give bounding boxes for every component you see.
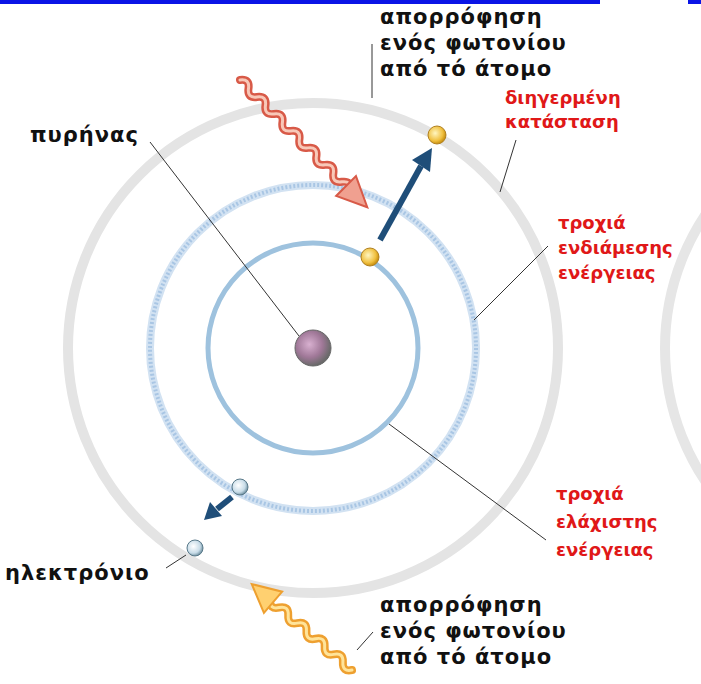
middle-orbit (150, 185, 476, 511)
photon-arrow (243, 573, 361, 680)
leader-line (372, 44, 373, 98)
middle-orbit (150, 185, 476, 511)
orbit-label: τροχιά ελάχιστης ενέργειας (556, 480, 661, 564)
leader-line (357, 632, 373, 650)
leader-line (389, 424, 546, 540)
orbit-label: διηγερμένη κατάσταση (505, 86, 624, 134)
inner-orbit (208, 243, 418, 453)
photon-label: απορρόφηση ενός φωτονίου από τό άτομο (380, 4, 570, 82)
electron-jump-arrow (204, 497, 232, 520)
second-atom-orbit (665, 108, 701, 588)
nucleus (295, 330, 331, 366)
excited-orbit (68, 103, 558, 593)
leader-line (166, 555, 186, 568)
electron (232, 479, 248, 495)
top-rule (688, 0, 701, 4)
leader-line (500, 140, 516, 192)
electron (187, 540, 203, 556)
top-rule (0, 0, 600, 4)
photon-label: απορρόφηση ενός φωτονίου από τό άτομο (380, 592, 570, 670)
photon-arrow (230, 70, 377, 217)
electron (361, 248, 379, 266)
leader-line (474, 246, 548, 320)
leader-line (150, 142, 299, 336)
nucleus-label: πυρήνας (30, 122, 142, 148)
orbit-label: τροχιά ενδιάμεσης ενέργειας (558, 210, 676, 285)
electron (428, 126, 446, 144)
electron-jump-arrow (380, 148, 432, 240)
electron-label: ηλεκτρόνιο (5, 560, 153, 586)
